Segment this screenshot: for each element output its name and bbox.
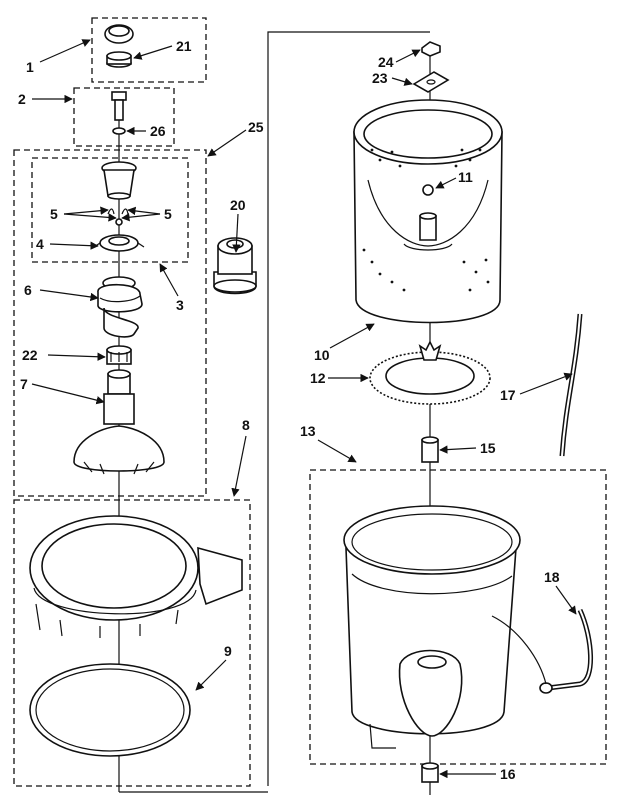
callout-12: 12	[310, 370, 326, 386]
callout-9: 9	[224, 643, 232, 659]
leader-20	[232, 213, 241, 253]
leader-23	[391, 77, 413, 86]
callout-5a: 5	[50, 206, 58, 222]
tub-ring-part	[29, 515, 243, 638]
bolt-head-part	[421, 41, 441, 57]
auger-part	[97, 276, 143, 338]
leader-24	[395, 49, 421, 63]
group-box-2	[73, 87, 175, 147]
callout-26: 26	[150, 123, 166, 139]
callout-17: 17	[500, 387, 516, 403]
seal-part	[213, 237, 257, 295]
callout-2: 2	[18, 91, 26, 107]
leader-17	[519, 372, 573, 395]
callout-18: 18	[544, 569, 560, 585]
leader-5a2	[63, 213, 117, 222]
dog-ring-part	[93, 234, 145, 252]
leader-18	[555, 585, 577, 615]
callout-13: 13	[300, 423, 316, 439]
hose-part	[559, 313, 583, 457]
callout-16: 16	[500, 766, 516, 782]
leader-21	[133, 45, 173, 60]
leader-11	[435, 177, 457, 189]
callout-22: 22	[22, 347, 38, 363]
group-box-8	[13, 499, 251, 787]
leader-8	[231, 435, 247, 497]
pressure-hose-part	[491, 608, 593, 694]
group-box-25	[13, 149, 207, 497]
bolt-part	[111, 91, 127, 121]
leader-9	[195, 659, 227, 691]
callout-25: 25	[248, 119, 264, 135]
leader-1	[39, 39, 91, 63]
leader-5a	[63, 206, 109, 215]
connector-line	[267, 31, 430, 786]
bottom-nut-part	[421, 762, 439, 783]
callout-21: 21	[176, 38, 192, 54]
gasket-part	[29, 663, 191, 757]
coupler-part	[106, 345, 132, 365]
callout-4: 4	[36, 236, 44, 252]
drive-bell-part	[369, 340, 491, 405]
leader-5b2	[121, 213, 161, 222]
agitator-cap-part	[104, 24, 134, 44]
leader-15	[439, 445, 477, 454]
leader-10	[329, 323, 375, 349]
callout-3: 3	[176, 297, 184, 313]
callout-15: 15	[480, 440, 496, 456]
agitator-cam-part	[101, 161, 137, 200]
callout-11: 11	[458, 169, 473, 185]
drive-hub-part	[421, 436, 439, 463]
callout-1: 1	[26, 59, 34, 75]
leader-7	[31, 383, 105, 405]
cap-ring-part	[106, 51, 132, 68]
outer-tub-part	[343, 505, 521, 749]
leader-6	[39, 289, 99, 302]
leader-13	[317, 439, 357, 463]
leader-22	[47, 352, 106, 361]
callout-23: 23	[372, 70, 388, 86]
callout-10: 10	[314, 347, 330, 363]
leader-25	[207, 129, 247, 157]
callout-5b: 5	[164, 206, 172, 222]
callout-24: 24	[378, 54, 394, 70]
dog-pins-part	[107, 208, 129, 226]
leader-4	[49, 241, 99, 250]
group-box-1	[91, 17, 207, 83]
agitator-base-part	[73, 369, 165, 475]
wash-basket-part	[353, 99, 503, 324]
callout-8: 8	[242, 417, 250, 433]
nut-plate-part	[412, 71, 450, 93]
basket-perforations	[362, 148, 490, 292]
leader-3	[159, 263, 179, 297]
leader-5b	[127, 206, 161, 216]
washer-part	[112, 127, 126, 135]
callout-6: 6	[24, 282, 32, 298]
callout-7: 7	[20, 376, 28, 392]
group-box-13	[309, 469, 607, 765]
callout-20: 20	[230, 197, 246, 213]
